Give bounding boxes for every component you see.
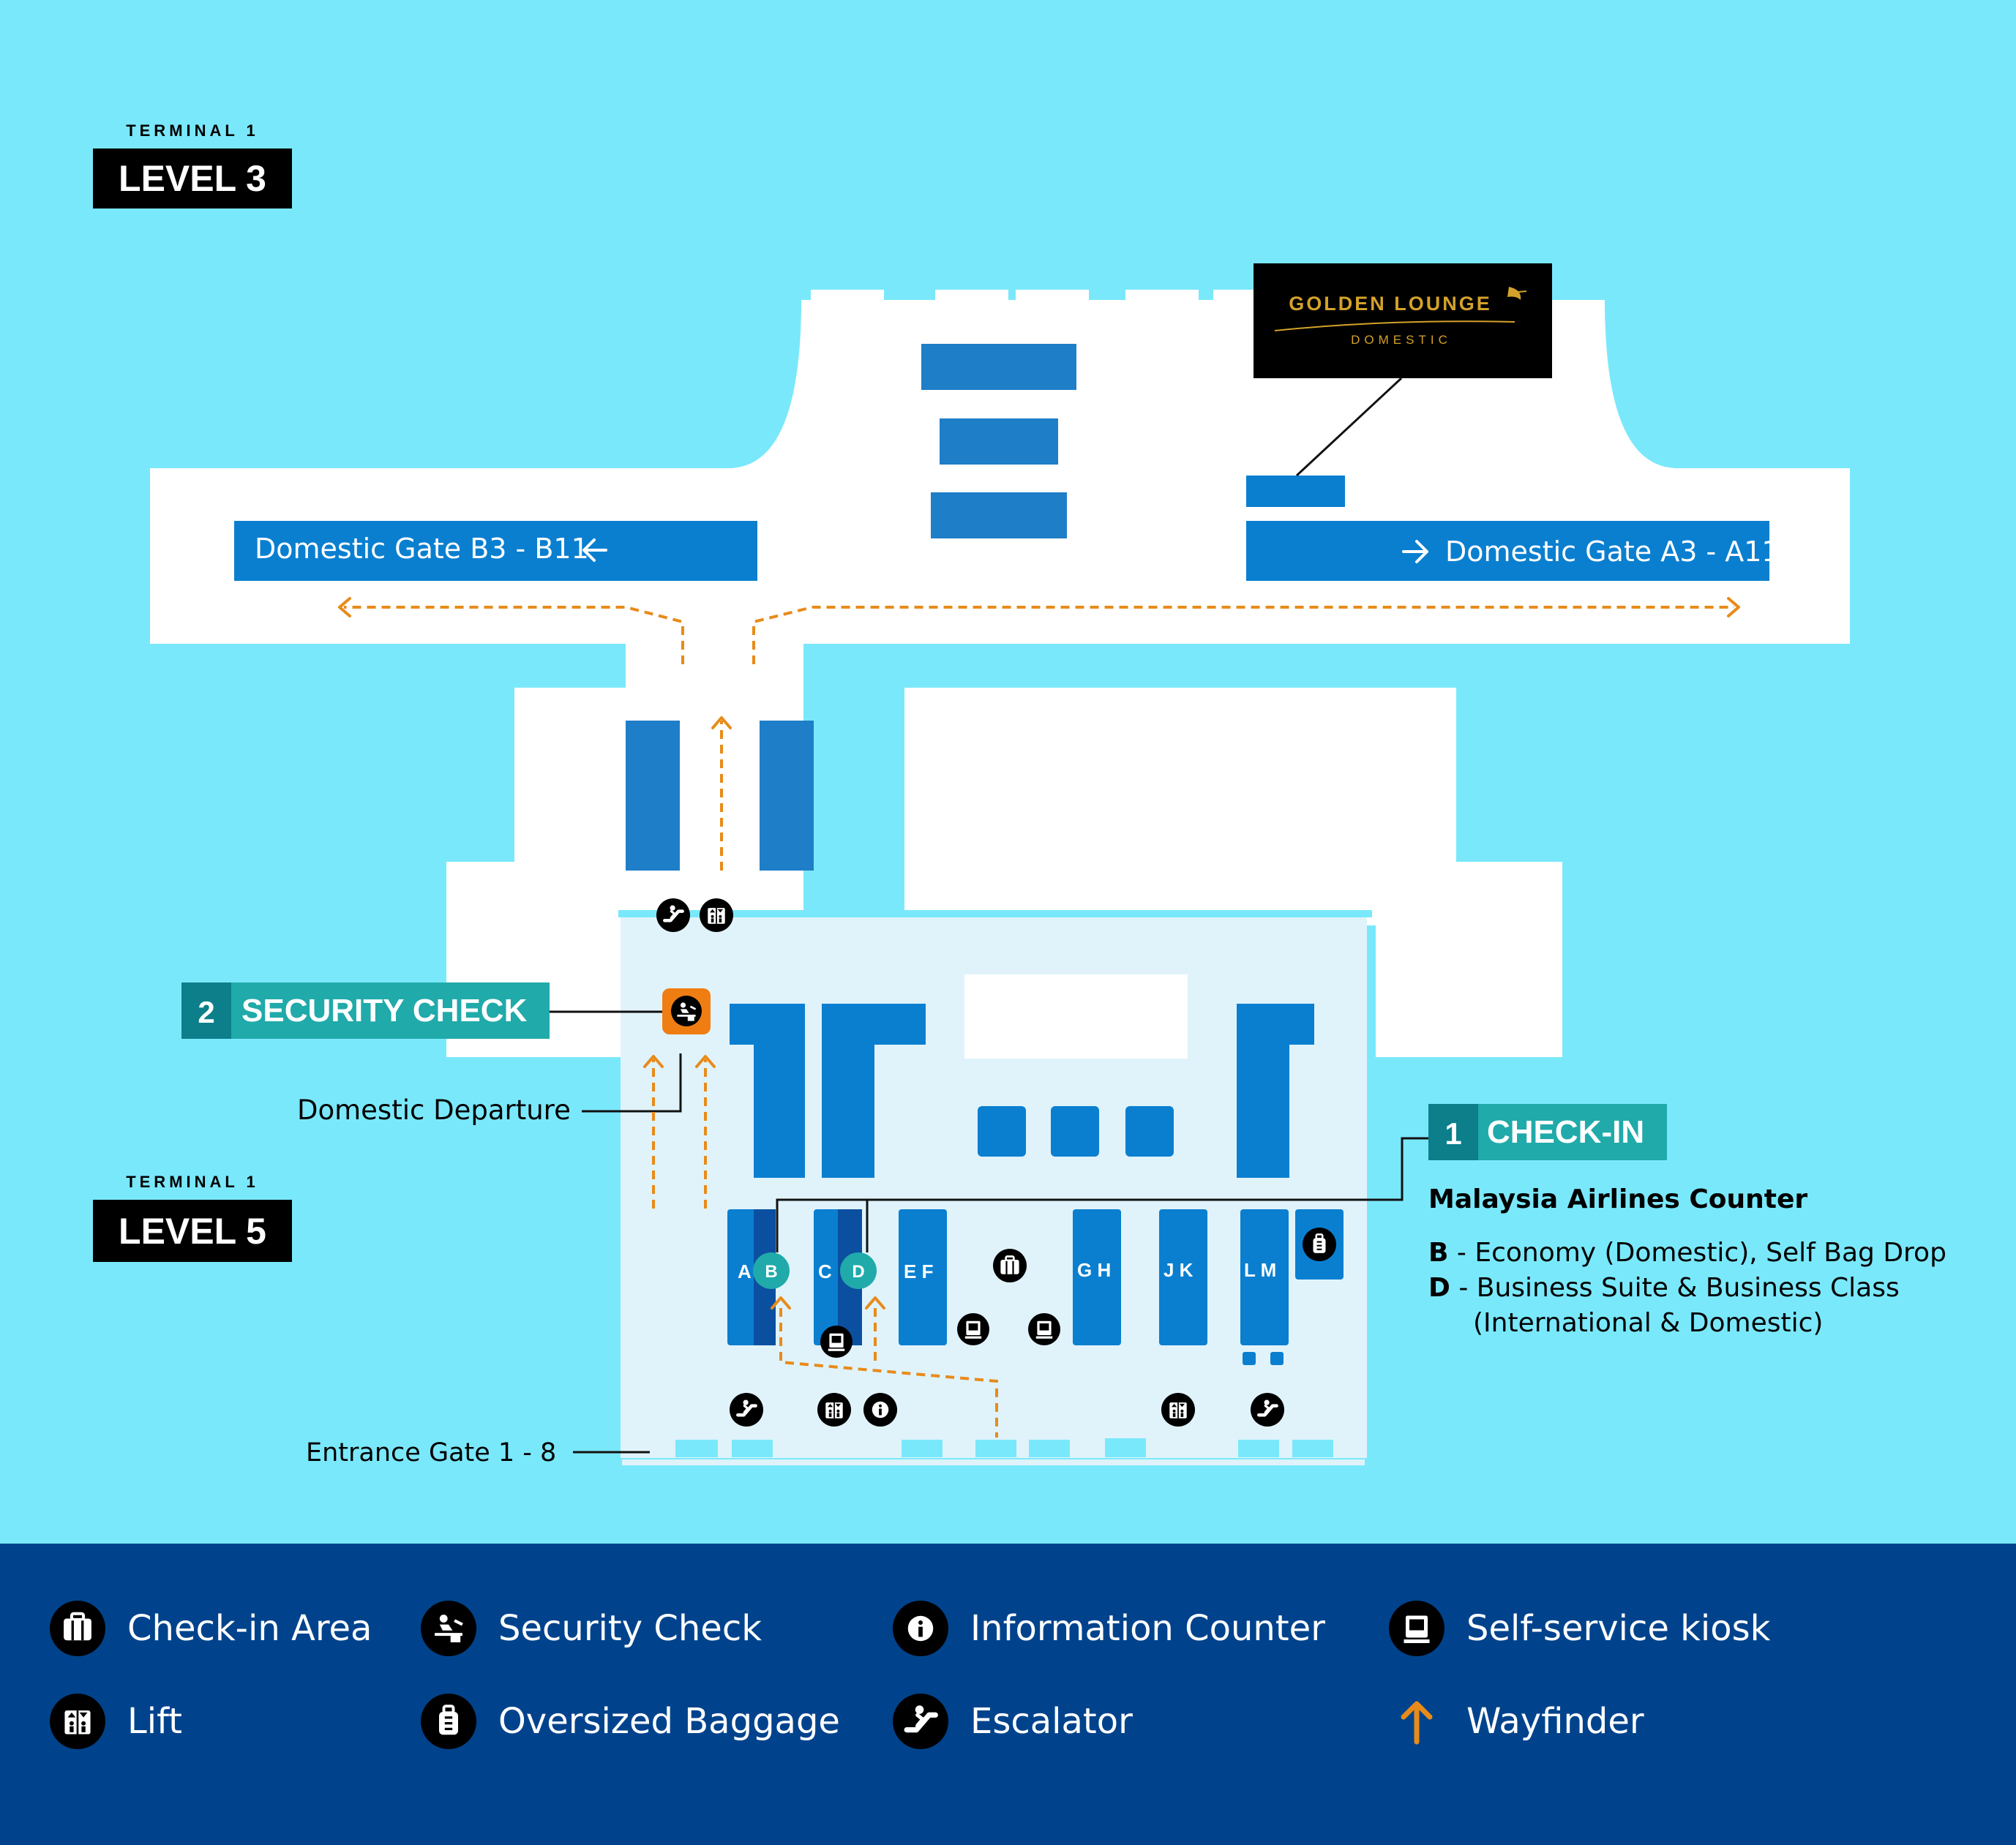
row-lm-label: L M bbox=[1244, 1259, 1276, 1281]
legend-lift: Lift bbox=[50, 1694, 182, 1749]
security-check-point[interactable] bbox=[662, 988, 711, 1034]
lift-icon[interactable] bbox=[817, 1393, 851, 1427]
level3-label: TERMINAL 1 LEVEL 3 bbox=[93, 121, 292, 208]
lounge-subtitle: DOMESTIC bbox=[1351, 333, 1452, 347]
legend-security-check: Security Check bbox=[421, 1601, 762, 1656]
legend-security-check-label: Security Check bbox=[498, 1608, 762, 1649]
information-icon bbox=[893, 1601, 948, 1656]
lift-icon bbox=[50, 1694, 105, 1749]
domestic-departure-label: Domestic Departure bbox=[297, 1094, 571, 1126]
floor-plan: Domestic Gate B3 - B11 Domestic Gate A3 … bbox=[93, 121, 1946, 1468]
pier-block bbox=[760, 721, 814, 871]
level5-terminal: TERMINAL 1 bbox=[126, 1173, 259, 1191]
security-check-icon bbox=[421, 1601, 476, 1656]
security-check-tag[interactable]: 2 SECURITY CHECK bbox=[181, 982, 550, 1039]
row-gh-label: G H bbox=[1077, 1259, 1111, 1281]
security-number: 2 bbox=[198, 995, 214, 1029]
counter-d-label: D bbox=[852, 1262, 864, 1282]
kiosk-icon[interactable] bbox=[1028, 1313, 1060, 1345]
legend-wayfinder: Wayfinder bbox=[1389, 1694, 1644, 1749]
legend-oversized-baggage: Oversized Baggage bbox=[421, 1694, 840, 1749]
counter-info-b: B - Economy (Domestic), Self Bag Drop bbox=[1428, 1238, 1946, 1268]
white-area bbox=[964, 974, 1188, 1059]
legend: Check-in Area Security Check Information… bbox=[0, 1544, 2016, 1845]
wayfinder-level5 bbox=[652, 1059, 998, 1438]
golden-lounge-sign[interactable]: GOLDEN LOUNGE DOMESTIC bbox=[1254, 263, 1552, 378]
counter-info-d: D - Business Suite & Business Class bbox=[1428, 1273, 1900, 1303]
row-ef-label: E F bbox=[904, 1260, 933, 1282]
legend-lift-label: Lift bbox=[127, 1701, 182, 1742]
lounge-name: GOLDEN LOUNGE bbox=[1289, 293, 1492, 315]
wayfinder-arrowheads-level3 bbox=[338, 597, 1740, 729]
leader-lines bbox=[550, 1010, 1428, 1454]
lounge-block bbox=[1246, 476, 1345, 507]
arrow-right-icon bbox=[1402, 540, 1428, 563]
counter-d-marker[interactable]: D bbox=[840, 1252, 877, 1289]
gate-right-label: Domestic Gate A3 - A11 bbox=[1445, 536, 1780, 568]
wall-gap bbox=[893, 684, 904, 918]
central-block bbox=[921, 344, 1076, 390]
counter-info: Malaysia Airlines Counter B - Economy (D… bbox=[1428, 1184, 1946, 1338]
pier-block bbox=[626, 721, 680, 871]
escalator-icon bbox=[893, 1694, 948, 1749]
airline-logo-icon bbox=[1507, 287, 1527, 300]
checkin-label: CHECK-IN bbox=[1487, 1114, 1644, 1150]
lounge-pointer bbox=[1295, 377, 1403, 477]
gate-banner-left[interactable]: Domestic Gate B3 - B11 bbox=[234, 521, 757, 581]
row-labels: A C E F G H J K L M bbox=[738, 1259, 1276, 1282]
checkin-area-icon[interactable] bbox=[993, 1249, 1027, 1282]
legend-oversized-baggage-label: Oversized Baggage bbox=[498, 1701, 840, 1742]
oversized-baggage-icon[interactable] bbox=[1303, 1228, 1336, 1261]
legend-checkin-area: Check-in Area bbox=[50, 1601, 372, 1656]
counter-b-label: B bbox=[765, 1262, 777, 1282]
legend-information-counter-label: Information Counter bbox=[970, 1608, 1325, 1649]
central-block bbox=[940, 418, 1058, 465]
legend-wayfinder-label: Wayfinder bbox=[1466, 1701, 1644, 1742]
legend-escalator-label: Escalator bbox=[970, 1701, 1133, 1742]
legend-checkin-area-label: Check-in Area bbox=[127, 1608, 372, 1649]
escalator-icon[interactable] bbox=[730, 1393, 763, 1427]
checkin-area-icon bbox=[50, 1601, 105, 1656]
level3-title: LEVEL 3 bbox=[119, 158, 266, 199]
gate-banner-right[interactable]: Domestic Gate A3 - A11 bbox=[1246, 521, 1780, 581]
arrow-left-icon bbox=[582, 538, 607, 562]
checkin-number: 1 bbox=[1444, 1116, 1461, 1151]
checkin-tag[interactable]: 1 CHECK-IN bbox=[1428, 1104, 1667, 1160]
row-jk-label: J K bbox=[1163, 1259, 1194, 1281]
level5-counters bbox=[727, 1004, 1344, 1365]
wayfinder-arrowheads-level5 bbox=[643, 1055, 885, 1309]
escalator-icon[interactable] bbox=[1251, 1393, 1284, 1427]
legend-information-counter: Information Counter bbox=[893, 1601, 1325, 1656]
central-block bbox=[931, 492, 1067, 538]
information-icon[interactable] bbox=[863, 1393, 897, 1427]
kiosk-icon bbox=[1389, 1601, 1444, 1656]
level3-terminal: TERMINAL 1 bbox=[126, 121, 259, 140]
legend-self-service-kiosk: Self-service kiosk bbox=[1389, 1601, 1770, 1656]
level5-label: TERMINAL 1 LEVEL 5 bbox=[93, 1173, 292, 1262]
row-c-label: C bbox=[818, 1260, 832, 1282]
entrance-gate-label: Entrance Gate 1 - 8 bbox=[306, 1438, 556, 1468]
gate-left-label: Domestic Gate B3 - B11 bbox=[255, 533, 589, 565]
counter-b-marker[interactable]: B bbox=[753, 1252, 790, 1289]
level5-title: LEVEL 5 bbox=[119, 1211, 266, 1252]
kiosk-icon[interactable] bbox=[820, 1326, 853, 1358]
row-a-label: A bbox=[738, 1260, 752, 1282]
kiosk-icon[interactable] bbox=[957, 1313, 989, 1345]
legend-self-service-kiosk-label: Self-service kiosk bbox=[1466, 1608, 1771, 1649]
wayfinder-arrow-icon bbox=[1389, 1694, 1444, 1749]
legend-escalator: Escalator bbox=[893, 1694, 1133, 1749]
level3-floor bbox=[150, 290, 1850, 1057]
wayfinder-level3 bbox=[344, 606, 1734, 871]
level5-edge bbox=[618, 910, 1372, 917]
counter-info-title: Malaysia Airlines Counter bbox=[1428, 1184, 1807, 1214]
security-label: SECURITY CHECK bbox=[241, 993, 528, 1029]
escalator-icon[interactable] bbox=[656, 898, 690, 932]
counter-info-d2: (International & Domestic) bbox=[1473, 1308, 1823, 1338]
lift-icon[interactable] bbox=[700, 898, 733, 932]
lift-icon[interactable] bbox=[1161, 1393, 1195, 1427]
oversized-baggage-icon bbox=[421, 1694, 476, 1749]
